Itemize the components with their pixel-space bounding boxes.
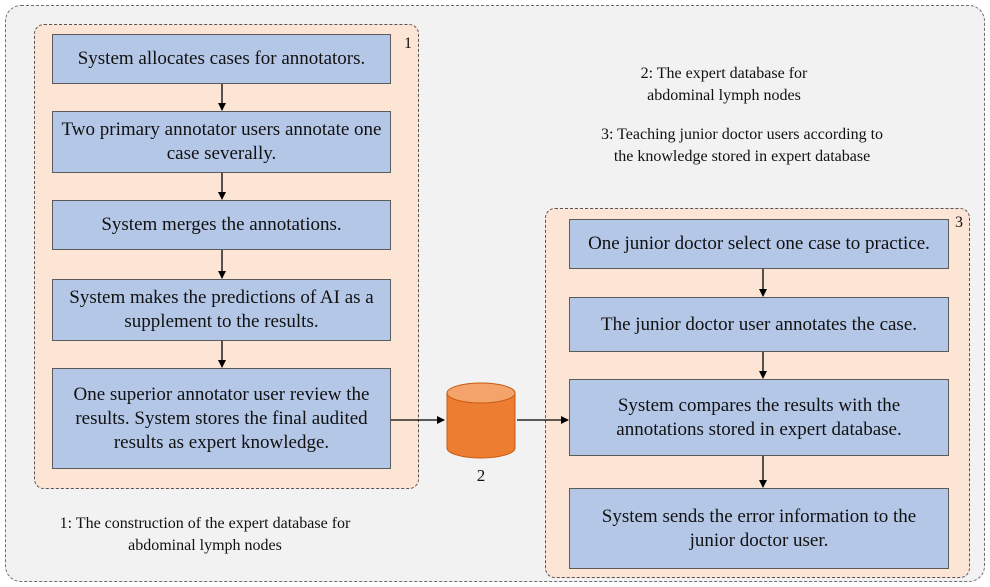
step-allocate-cases: System allocates cases for annotators. bbox=[52, 34, 391, 84]
step-superior-review: One superior annotator user review the r… bbox=[52, 368, 391, 469]
construction-panel-number: 1 bbox=[404, 35, 412, 52]
caption-construction: 1: The construction of the expert databa… bbox=[59, 515, 351, 554]
step-junior-annotate: The junior doctor user annotates the cas… bbox=[569, 297, 949, 352]
caption-expert-database: 2: The expert database for abdominal lym… bbox=[640, 65, 808, 104]
step-select-case: One junior doctor select one case to pra… bbox=[569, 219, 949, 269]
step-ai-predictions: System makes the predictions of AI as a … bbox=[52, 279, 391, 341]
step-send-errors: System sends the error information to th… bbox=[569, 488, 949, 569]
step-compare-results: System compares the results with the ann… bbox=[569, 379, 949, 456]
step-merge-annotations: System merges the annotations. bbox=[52, 200, 391, 250]
teaching-panel-number: 3 bbox=[955, 214, 963, 231]
caption-teaching: 3: Teaching junior doctor users accordin… bbox=[600, 126, 884, 165]
step-primary-annotate: Two primary annotator users annotate one… bbox=[52, 111, 391, 173]
database-label: 2 bbox=[477, 466, 486, 485]
database-icon bbox=[446, 382, 516, 459]
